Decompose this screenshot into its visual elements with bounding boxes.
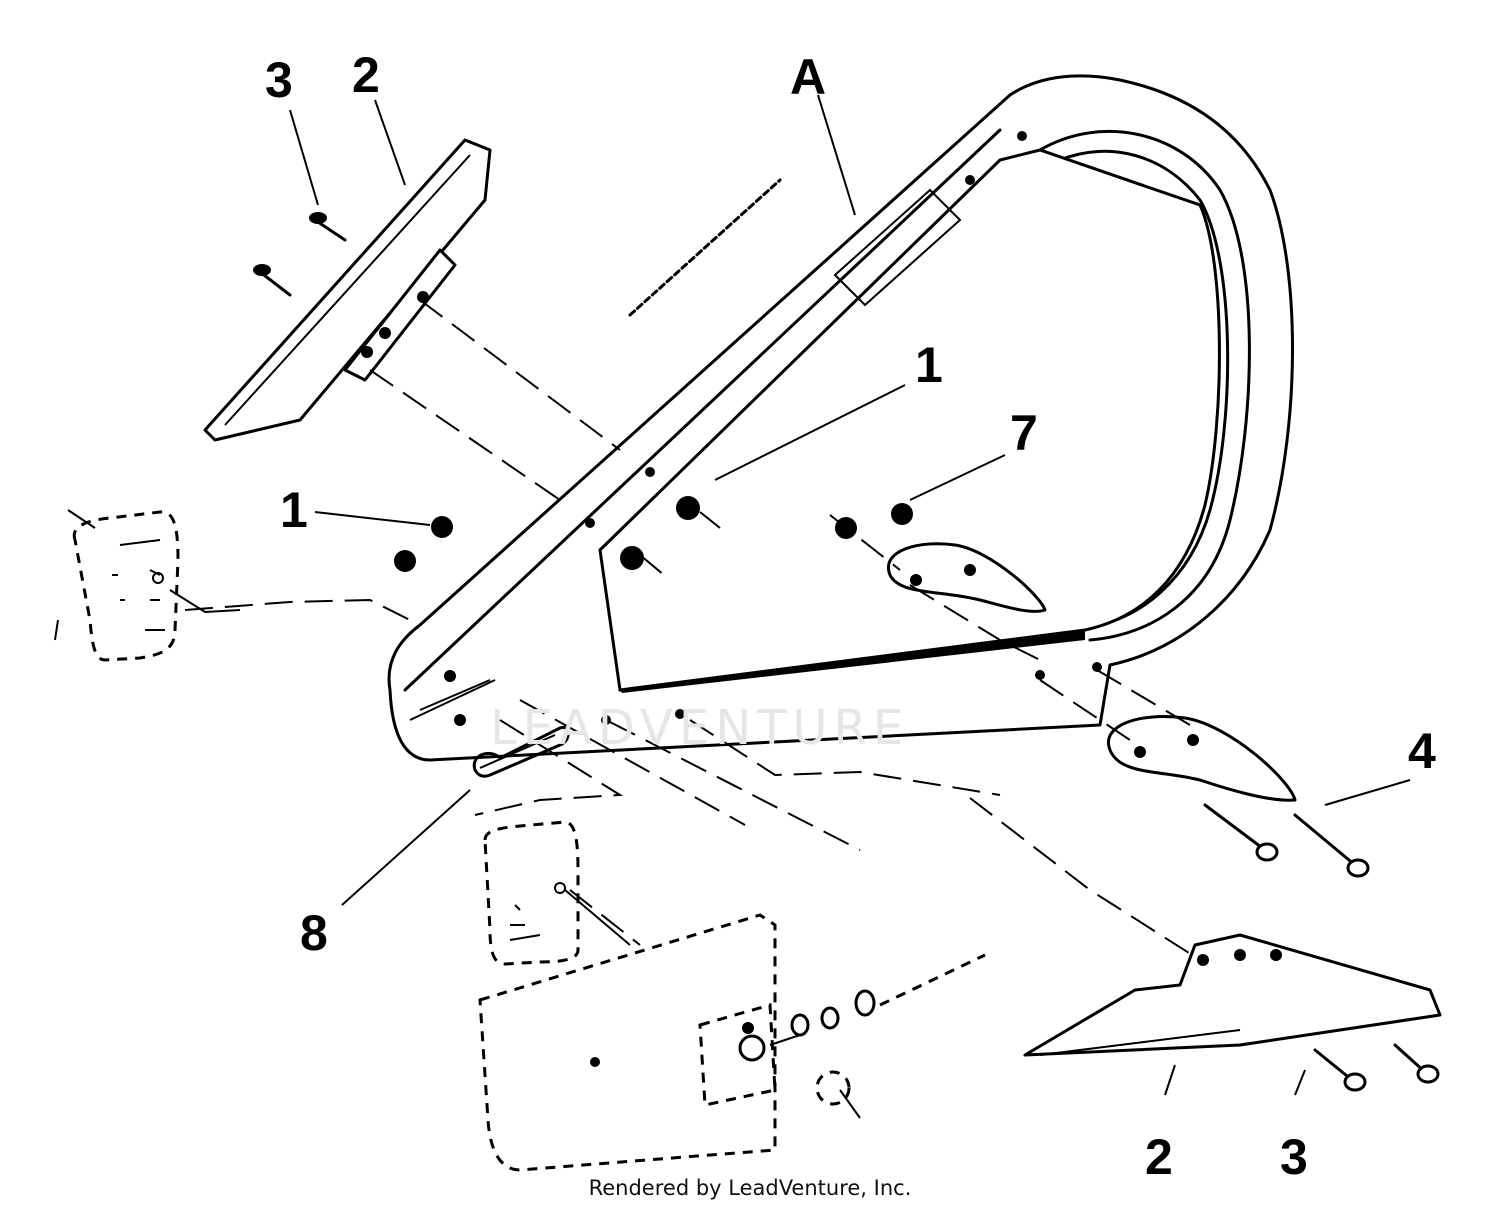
screws-3-top	[253, 212, 347, 297]
callout-1-right: 1	[915, 337, 943, 393]
footer-credit: Rendered by LeadVenture, Inc.	[588, 1176, 912, 1200]
phantom-plate-bottom	[483, 820, 580, 966]
phantom-gearbox	[478, 913, 777, 1172]
watermark-text: LEADVENTURE	[490, 700, 910, 756]
callout-7: 7	[1010, 405, 1038, 461]
phantom-plate-left	[72, 510, 180, 662]
callout-1-left: 1	[280, 482, 308, 538]
phantom-bolt-washers	[790, 953, 986, 1106]
chain	[628, 178, 782, 317]
assembly-lines	[184, 299, 1201, 961]
screws-3-bottom	[1313, 1043, 1440, 1092]
chain-guard-a	[387, 74, 1294, 762]
callout-2-top: 2	[352, 47, 380, 103]
callout-4: 4	[1408, 723, 1436, 779]
nuts	[394, 496, 913, 572]
bracket-2-bottom	[1023, 933, 1442, 1057]
spacers	[886, 542, 1297, 802]
callout-3-top: 3	[265, 52, 293, 108]
callout-2-bottom: 2	[1145, 1129, 1173, 1185]
callout-3-bottom: 3	[1280, 1129, 1308, 1185]
leader-lines	[54, 94, 1411, 1119]
bracket-2-top	[203, 138, 492, 442]
callout-a: A	[790, 49, 827, 105]
bolts-4	[1203, 803, 1370, 878]
clip-8	[472, 725, 570, 778]
callout-8: 8	[300, 905, 328, 961]
